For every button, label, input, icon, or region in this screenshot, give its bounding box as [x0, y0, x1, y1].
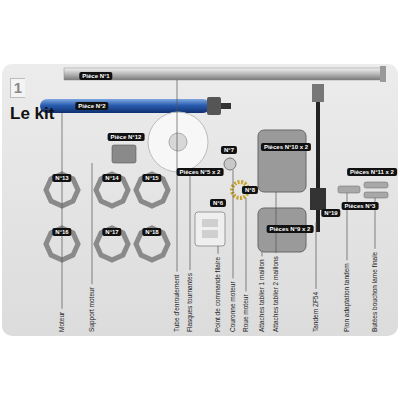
callout-number: Pièces N°9 x 2: [267, 225, 314, 233]
leader-line: [92, 163, 93, 284]
part-name: Roue moteur: [242, 294, 250, 332]
clip-block: [258, 130, 306, 192]
tube-body: [64, 68, 382, 80]
flange-disc: [148, 112, 208, 172]
part-name: Tandem ZF54: [312, 292, 320, 332]
callout-number: N°14: [102, 174, 121, 182]
part-name: Butées bouchon lame finale: [371, 252, 379, 332]
callout-number: N°16: [52, 228, 71, 236]
part-name: Flasques tournantes: [186, 273, 194, 332]
callout-number: Pièce N°2: [75, 102, 108, 110]
callout-number: N°17: [102, 228, 121, 236]
motor-body: [40, 99, 210, 113]
leader-line: [190, 172, 191, 270]
tube: [64, 66, 386, 82]
part-name: Attaches tablier 1 maillon: [258, 259, 266, 332]
stop: [364, 192, 388, 198]
leader-line: [62, 113, 63, 309]
callout-number: N°15: [142, 174, 161, 182]
small-parts: [338, 182, 388, 198]
control-switch: [195, 212, 225, 246]
callout-number: Pièce N°12: [108, 133, 145, 141]
tube-end: [380, 66, 386, 82]
leader-line: [276, 192, 277, 253]
panel: [2, 64, 398, 336]
tandem-top: [312, 84, 324, 102]
motor-head: [207, 97, 221, 115]
callout-number: N°6: [210, 199, 226, 207]
callout-number: Pièces N°5 x 2: [177, 168, 224, 176]
flange-hole: [169, 133, 187, 151]
rings: [46, 174, 168, 260]
callout-number: Pièces N°11 x 2: [347, 168, 397, 176]
part-name: Point de commande filaire: [214, 257, 222, 332]
tandem-shaft: [316, 92, 320, 232]
leader-line: [233, 170, 234, 278]
pin: [338, 186, 360, 193]
ring: [96, 228, 128, 260]
motor-shaft: [221, 103, 231, 109]
callout-number: Pièces N°3: [342, 202, 379, 210]
leader-line: [316, 222, 317, 289]
part-name: Attaches tablier 2 maillons: [272, 256, 280, 332]
part-name: Moteur: [58, 312, 66, 332]
callout-number: N°18: [142, 228, 161, 236]
callout-number: Pièces N°10 x 2: [261, 143, 311, 151]
leader-line: [218, 246, 219, 254]
callout-number: N°19: [321, 209, 340, 217]
switch-box: [195, 212, 225, 246]
callout-number: Pièce N°1: [79, 72, 112, 80]
callout-number: N°13: [52, 174, 71, 182]
step-number: 1: [10, 78, 25, 98]
part-name: Support moteur: [88, 287, 96, 332]
switch-button: [202, 219, 218, 227]
stop: [364, 182, 388, 188]
title: Le kit: [10, 104, 54, 124]
ring: [136, 174, 168, 206]
switch-button: [202, 230, 218, 238]
part-name: Couronne moteur: [229, 281, 237, 332]
ring: [96, 174, 128, 206]
part-name: Pion adaptation tandem: [343, 263, 351, 332]
ring: [136, 228, 168, 260]
tandem-body: [310, 188, 326, 210]
leader-line: [246, 198, 247, 291]
motor-bracket: [112, 145, 136, 163]
callout-number: N°7: [221, 146, 237, 154]
part-name: Tube d'enroulement: [173, 275, 181, 332]
crown: [224, 158, 236, 170]
leader-line: [262, 252, 263, 256]
motor: [40, 97, 231, 115]
callout-number: N°8: [242, 186, 258, 194]
